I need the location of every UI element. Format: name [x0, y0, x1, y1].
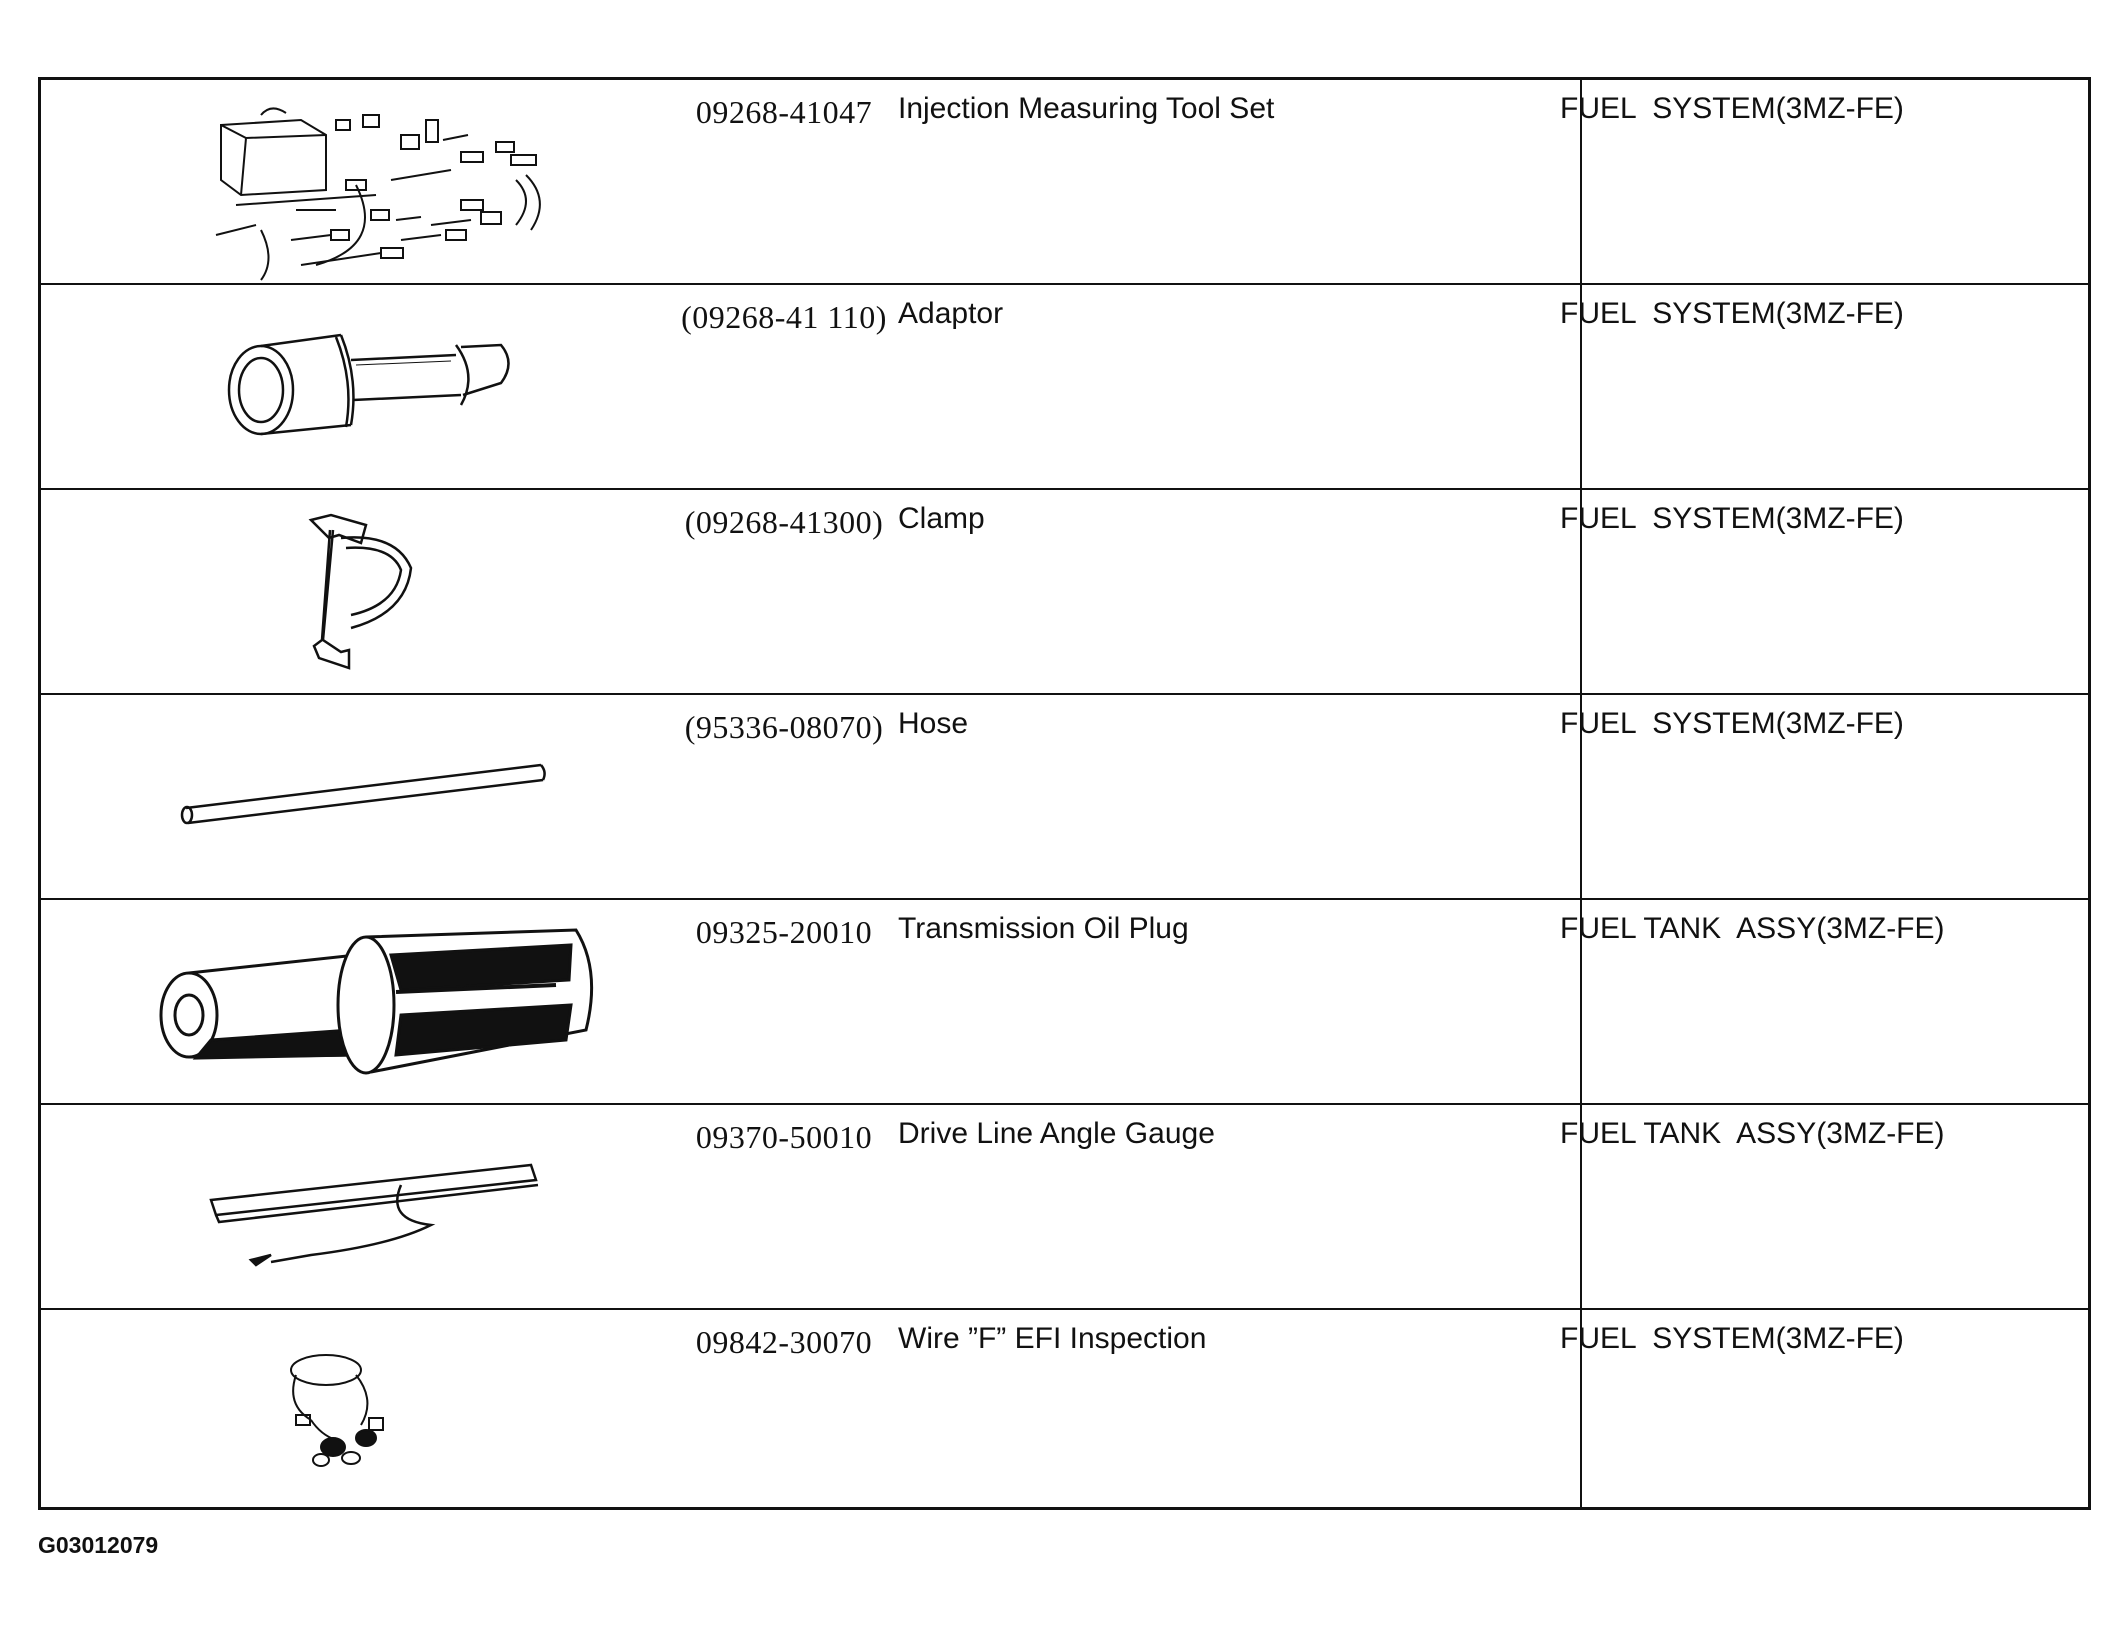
table-row: 09325-20010 Transmission Oil Plug FUEL T… [41, 900, 2088, 1105]
system-name: FUEL TANK ASSY(3MZ-FE) [1560, 912, 1945, 945]
part-name: Adaptor [898, 297, 1004, 330]
part-number: 09325-20010 [695, 914, 873, 950]
system-name: FUEL SYSTEM(3MZ-FE) [1560, 502, 1904, 535]
oil-plug-icon [101, 900, 661, 1105]
clamp-icon [101, 490, 661, 695]
table-row: 09370-50010 Drive Line Angle Gauge FUEL … [41, 1105, 2088, 1310]
part-number: (09268-41 110) [681, 299, 887, 335]
table-row: (09268-41300) Clamp FUEL SYSTEM(3MZ-FE) [41, 490, 2088, 695]
system-name: FUEL SYSTEM(3MZ-FE) [1560, 297, 1904, 330]
part-name: Hose [898, 707, 969, 740]
part-name: Clamp [898, 502, 985, 535]
table-row: 09268-41047 Injection Measuring Tool Set… [41, 80, 2088, 285]
part-number: (09268-41300) [684, 504, 884, 540]
adaptor-icon [101, 285, 661, 490]
special-tools-table: 09268-41047 Injection Measuring Tool Set… [38, 77, 2091, 1510]
system-name: FUEL SYSTEM(3MZ-FE) [1560, 92, 1904, 125]
table-row: 09842-30070 Wire ”F” EFI Inspection FUEL… [41, 1310, 2088, 1515]
part-name: Transmission Oil Plug [898, 912, 1189, 945]
part-number: 09268-41047 [695, 94, 873, 130]
part-name: Drive Line Angle Gauge [898, 1117, 1215, 1150]
part-number: 09842-30070 [695, 1324, 873, 1360]
system-name: FUEL SYSTEM(3MZ-FE) [1560, 707, 1904, 740]
hose-icon [101, 695, 661, 900]
table-row: (09268-41 110) Adaptor FUEL SYSTEM(3MZ-F… [41, 285, 2088, 490]
table-row: (95336-08070) Hose FUEL SYSTEM(3MZ-FE) [41, 695, 2088, 900]
column-divider [1580, 80, 1582, 1507]
part-number: (95336-08070) [684, 709, 884, 745]
figure-code: G03012079 [38, 1532, 159, 1558]
part-name: Injection Measuring Tool Set [898, 92, 1275, 125]
part-number: 09370-50010 [695, 1119, 873, 1155]
system-name: FUEL TANK ASSY(3MZ-FE) [1560, 1117, 1945, 1150]
tool-set-icon [101, 80, 661, 285]
system-name: FUEL SYSTEM(3MZ-FE) [1560, 1322, 1904, 1355]
part-name: Wire ”F” EFI Inspection [898, 1322, 1207, 1355]
wire-icon [101, 1310, 661, 1515]
angle-gauge-icon [101, 1105, 661, 1310]
